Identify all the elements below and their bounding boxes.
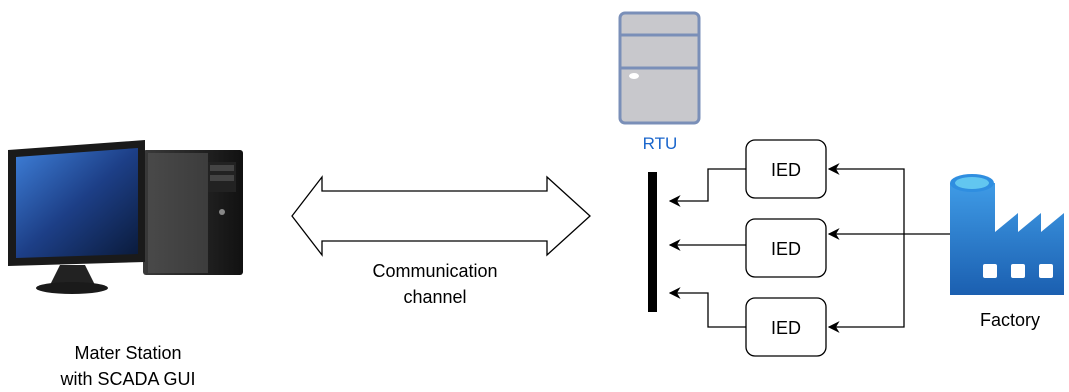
rtu-bus-bar	[648, 172, 657, 312]
rtu-server-icon	[618, 11, 701, 125]
factory-to-ied-connectors	[827, 163, 950, 333]
channel-line1: Communication	[372, 261, 498, 281]
channel-line2: channel	[403, 287, 467, 307]
computer-icon	[8, 140, 243, 294]
ied-box: IED	[745, 139, 827, 199]
ied-label: IED	[771, 239, 801, 259]
factory-label: Factory	[979, 310, 1040, 330]
master-station-line2: with SCADA GUI	[60, 369, 196, 389]
ied-box: IED	[745, 297, 827, 357]
factory-icon	[950, 174, 1064, 295]
master-station-line1: Mater Station	[74, 343, 182, 363]
rtu-label: RTU	[642, 134, 678, 153]
master-station-label: Mater Station with SCADA GUI	[28, 340, 228, 392]
ied-to-rtu-connectors	[668, 168, 746, 328]
communication-double-arrow	[291, 175, 591, 257]
ied-label: IED	[771, 160, 801, 180]
ied-label: IED	[771, 318, 801, 338]
communication-channel-label: Communication channel	[335, 258, 535, 310]
ied-box: IED	[745, 218, 827, 278]
